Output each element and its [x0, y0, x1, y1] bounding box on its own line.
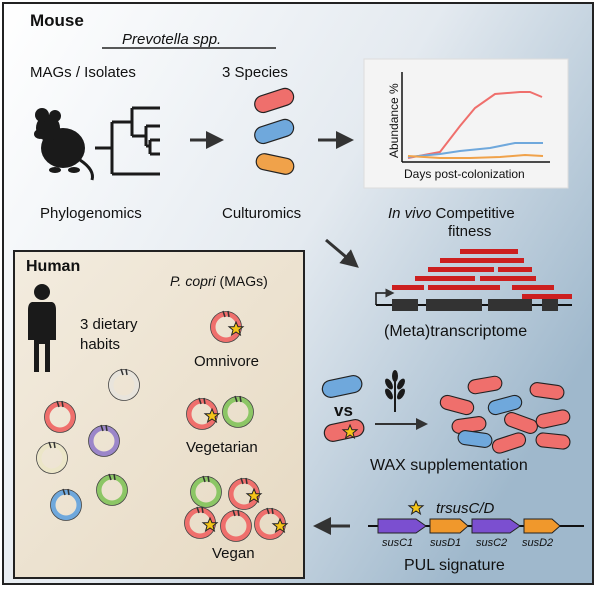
diet-label-line1: 3 dietary — [80, 316, 138, 333]
genome-ring — [88, 425, 120, 457]
trsus-label: trsusC/D — [436, 500, 495, 517]
genome-ring — [36, 442, 68, 474]
genome-ring-tick — [240, 477, 248, 485]
genome-ring — [44, 401, 76, 433]
blue-bacterium-before — [321, 374, 363, 398]
genome-ring-outline — [50, 489, 82, 521]
genome-ring — [50, 489, 82, 521]
series-blue-line — [407, 142, 543, 158]
gene-label-susc2: susC2 — [476, 537, 507, 549]
transcriptome-label: (Meta)transcriptome — [384, 323, 527, 340]
genome-ring-outline — [88, 425, 120, 457]
genome-ring-tick — [108, 473, 116, 481]
gene-label-susc1: susC1 — [382, 537, 413, 549]
diet-vegan: Vegan — [212, 545, 255, 562]
susd1-gene — [429, 518, 469, 534]
diet-label-line2: habits — [80, 336, 120, 353]
pcopri-label: P. copri (MAGs) — [170, 273, 268, 289]
bacteria-after-wax — [439, 375, 571, 454]
genome-ring — [108, 369, 140, 401]
genome-ring-tick — [56, 400, 64, 408]
mouse-icon — [34, 108, 94, 181]
genome-ring-tick — [202, 475, 210, 483]
diet-vegetarian: Vegetarian — [186, 439, 258, 456]
species-blue-bacterium — [254, 118, 295, 145]
culturomics-label: Culturomics — [222, 205, 301, 222]
genome-ring-tick — [100, 424, 108, 432]
transcriptome-reads — [392, 249, 572, 299]
genome-ring-tick — [196, 506, 204, 514]
gene-label-susd2: susD2 — [522, 537, 553, 549]
genome-ring-outline — [36, 442, 68, 474]
genome-ring — [96, 474, 128, 506]
diet-omnivore: Omnivore — [194, 353, 259, 370]
genome-ring-outline — [96, 474, 128, 506]
genome-ring-outline — [108, 369, 140, 401]
fitness-label-line2: fitness — [448, 223, 491, 240]
human-section-label: Human — [26, 258, 80, 275]
fitness-label: In vivo Competitive — [388, 205, 515, 222]
species-orange-bacterium — [255, 153, 295, 175]
susd2-gene — [523, 518, 561, 534]
wheat-icon — [385, 370, 405, 412]
series-orange-line — [407, 153, 544, 159]
genome-ring-tick — [62, 488, 70, 496]
fitness-label-rest: Competitive — [431, 205, 514, 222]
mouse-section-label: Mouse — [30, 11, 84, 30]
genome-ring-tick — [48, 441, 56, 449]
genus-header: Prevotella spp. — [122, 31, 221, 48]
species-label: 3 Species — [222, 64, 288, 81]
chart-x-label: Days post-colonization — [404, 167, 525, 181]
fitness-label-italic: In vivo — [388, 205, 431, 222]
pcopri-rest: (MAGs) — [216, 273, 268, 289]
species-red-bacterium — [254, 87, 295, 114]
genome-ring-tick — [120, 368, 128, 376]
chart-panel — [363, 58, 569, 189]
vs-label: vs — [334, 401, 353, 420]
fitness-chart: Abundance % Days post-colonization — [363, 58, 569, 189]
genome-ring — [190, 476, 222, 508]
susc1-gene — [377, 518, 427, 534]
phylogenomics-label: Phylogenomics — [40, 205, 142, 222]
genome-ring-outline — [44, 401, 76, 433]
gene-label-susd1: susD1 — [430, 537, 461, 549]
genome-track — [375, 288, 572, 311]
susc2-gene — [471, 518, 521, 534]
genome-ring-tick — [198, 397, 206, 405]
human-silhouette-icon — [28, 284, 56, 372]
arrow-to-transcriptome — [325, 238, 359, 268]
genome-ring-tick — [232, 509, 240, 517]
mags-label: MAGs / Isolates — [30, 64, 136, 81]
genome-ring-tick — [222, 310, 230, 318]
genome-ring-outline — [220, 510, 252, 542]
genome-ring — [220, 510, 252, 542]
genome-ring — [222, 396, 254, 428]
genome-rings — [36, 310, 288, 542]
genome-ring-outline — [222, 396, 254, 428]
genome-ring-tick — [234, 395, 242, 403]
chart-y-label: Abundance % — [387, 83, 401, 158]
genome-ring-tick — [266, 507, 274, 515]
pcopri-italic: P. copri — [170, 273, 217, 289]
pul-label: PUL signature — [404, 557, 505, 574]
series-red-line — [407, 91, 543, 159]
phylogenetic-tree-icon — [95, 106, 160, 176]
promoter-arrow-icon — [375, 288, 395, 305]
genome-ring-outline — [190, 476, 222, 508]
wax-label: WAX supplementation — [370, 457, 528, 474]
